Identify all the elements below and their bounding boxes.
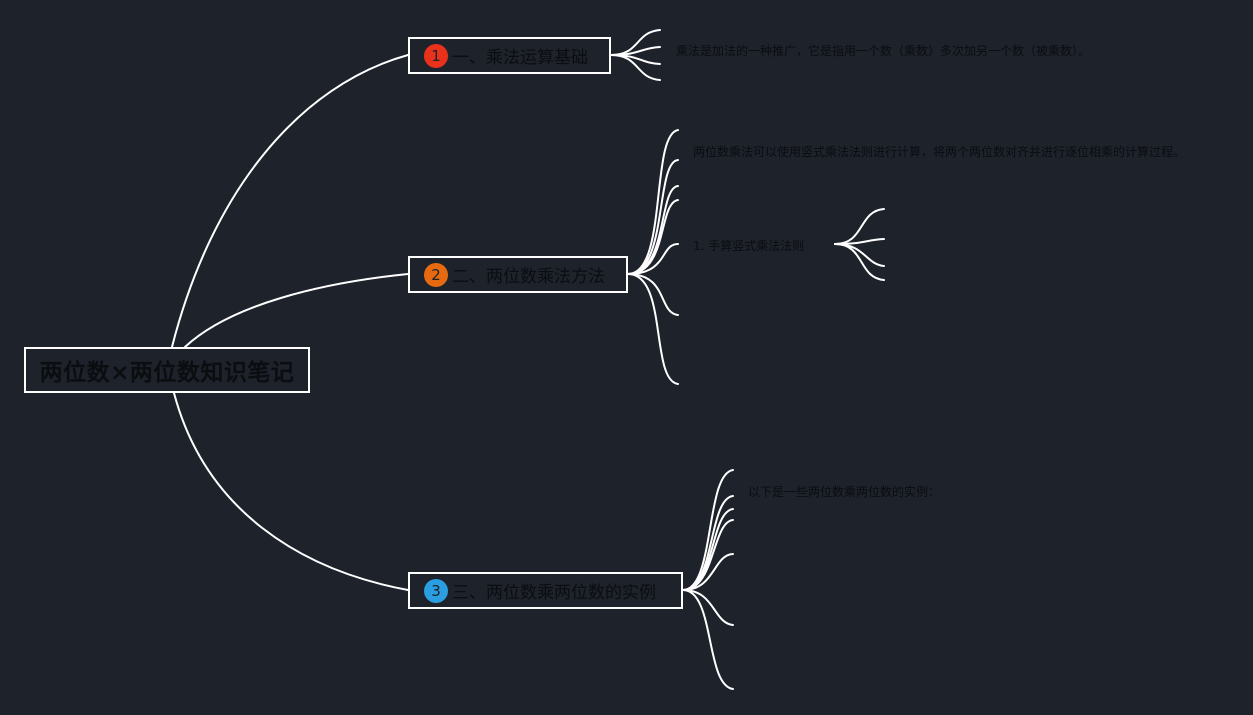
branch-node-3[interactable]: 3 三、两位数乘两位数的实例: [408, 572, 683, 609]
fan-sub-4: [834, 243, 885, 281]
note-examples-intro[interactable]: 以下是一些两位数乘两位数的实例：: [748, 485, 941, 499]
connector-root-branch1: [171, 54, 409, 348]
fan-b2-4: [627, 199, 679, 275]
note-manual-vertical-rule[interactable]: 1. 手算竖式乘法法则: [693, 239, 805, 253]
fan-sub-3: [834, 243, 885, 267]
connector-root-branch3: [173, 392, 409, 591]
fan-b3-1: [682, 469, 734, 591]
branch-node-2[interactable]: 2 二、两位数乘法方法: [408, 256, 628, 293]
branch-label-1: 一、乘法运算基础: [452, 48, 588, 68]
note-vertical-method[interactable]: 两位数乘法可以使用竖式乘法法则进行计算，将两个两位数对齐并进行逐位相乘的计算过程…: [693, 145, 1186, 159]
number-badge-1: 1: [424, 43, 448, 68]
branch-label-3: 三、两位数乘两位数的实例: [452, 583, 656, 603]
branch-node-1[interactable]: 1 一、乘法运算基础: [408, 37, 611, 74]
number-badge-3: 3: [424, 578, 448, 603]
fan-b1-2: [610, 46, 661, 56]
fan-b2-6: [627, 273, 679, 316]
fan-b3-7: [682, 589, 734, 690]
root-title: 两位数×两位数知识笔记: [39, 360, 295, 386]
fan-b3-5: [682, 553, 734, 591]
number-badge-2: 2: [424, 262, 448, 287]
root-node[interactable]: 两位数×两位数知识笔记: [24, 347, 310, 393]
note-multiplication-definition[interactable]: 乘法是加法的一种推广，它是指用一个数（乘数）多次加另一个数（被乘数）。: [676, 44, 1091, 58]
fan-b3-6: [682, 589, 734, 626]
fan-b2-1: [627, 129, 679, 275]
fan-b2-7: [627, 273, 679, 385]
connector-root-branch2: [184, 273, 409, 348]
branch-label-2: 二、两位数乘法方法: [452, 267, 605, 287]
fan-b2-5: [627, 243, 679, 275]
fan-b3-4: [682, 519, 734, 591]
fan-b2-2: [627, 159, 679, 275]
fan-sub-2: [834, 238, 885, 245]
fan-b1-4: [610, 54, 661, 81]
